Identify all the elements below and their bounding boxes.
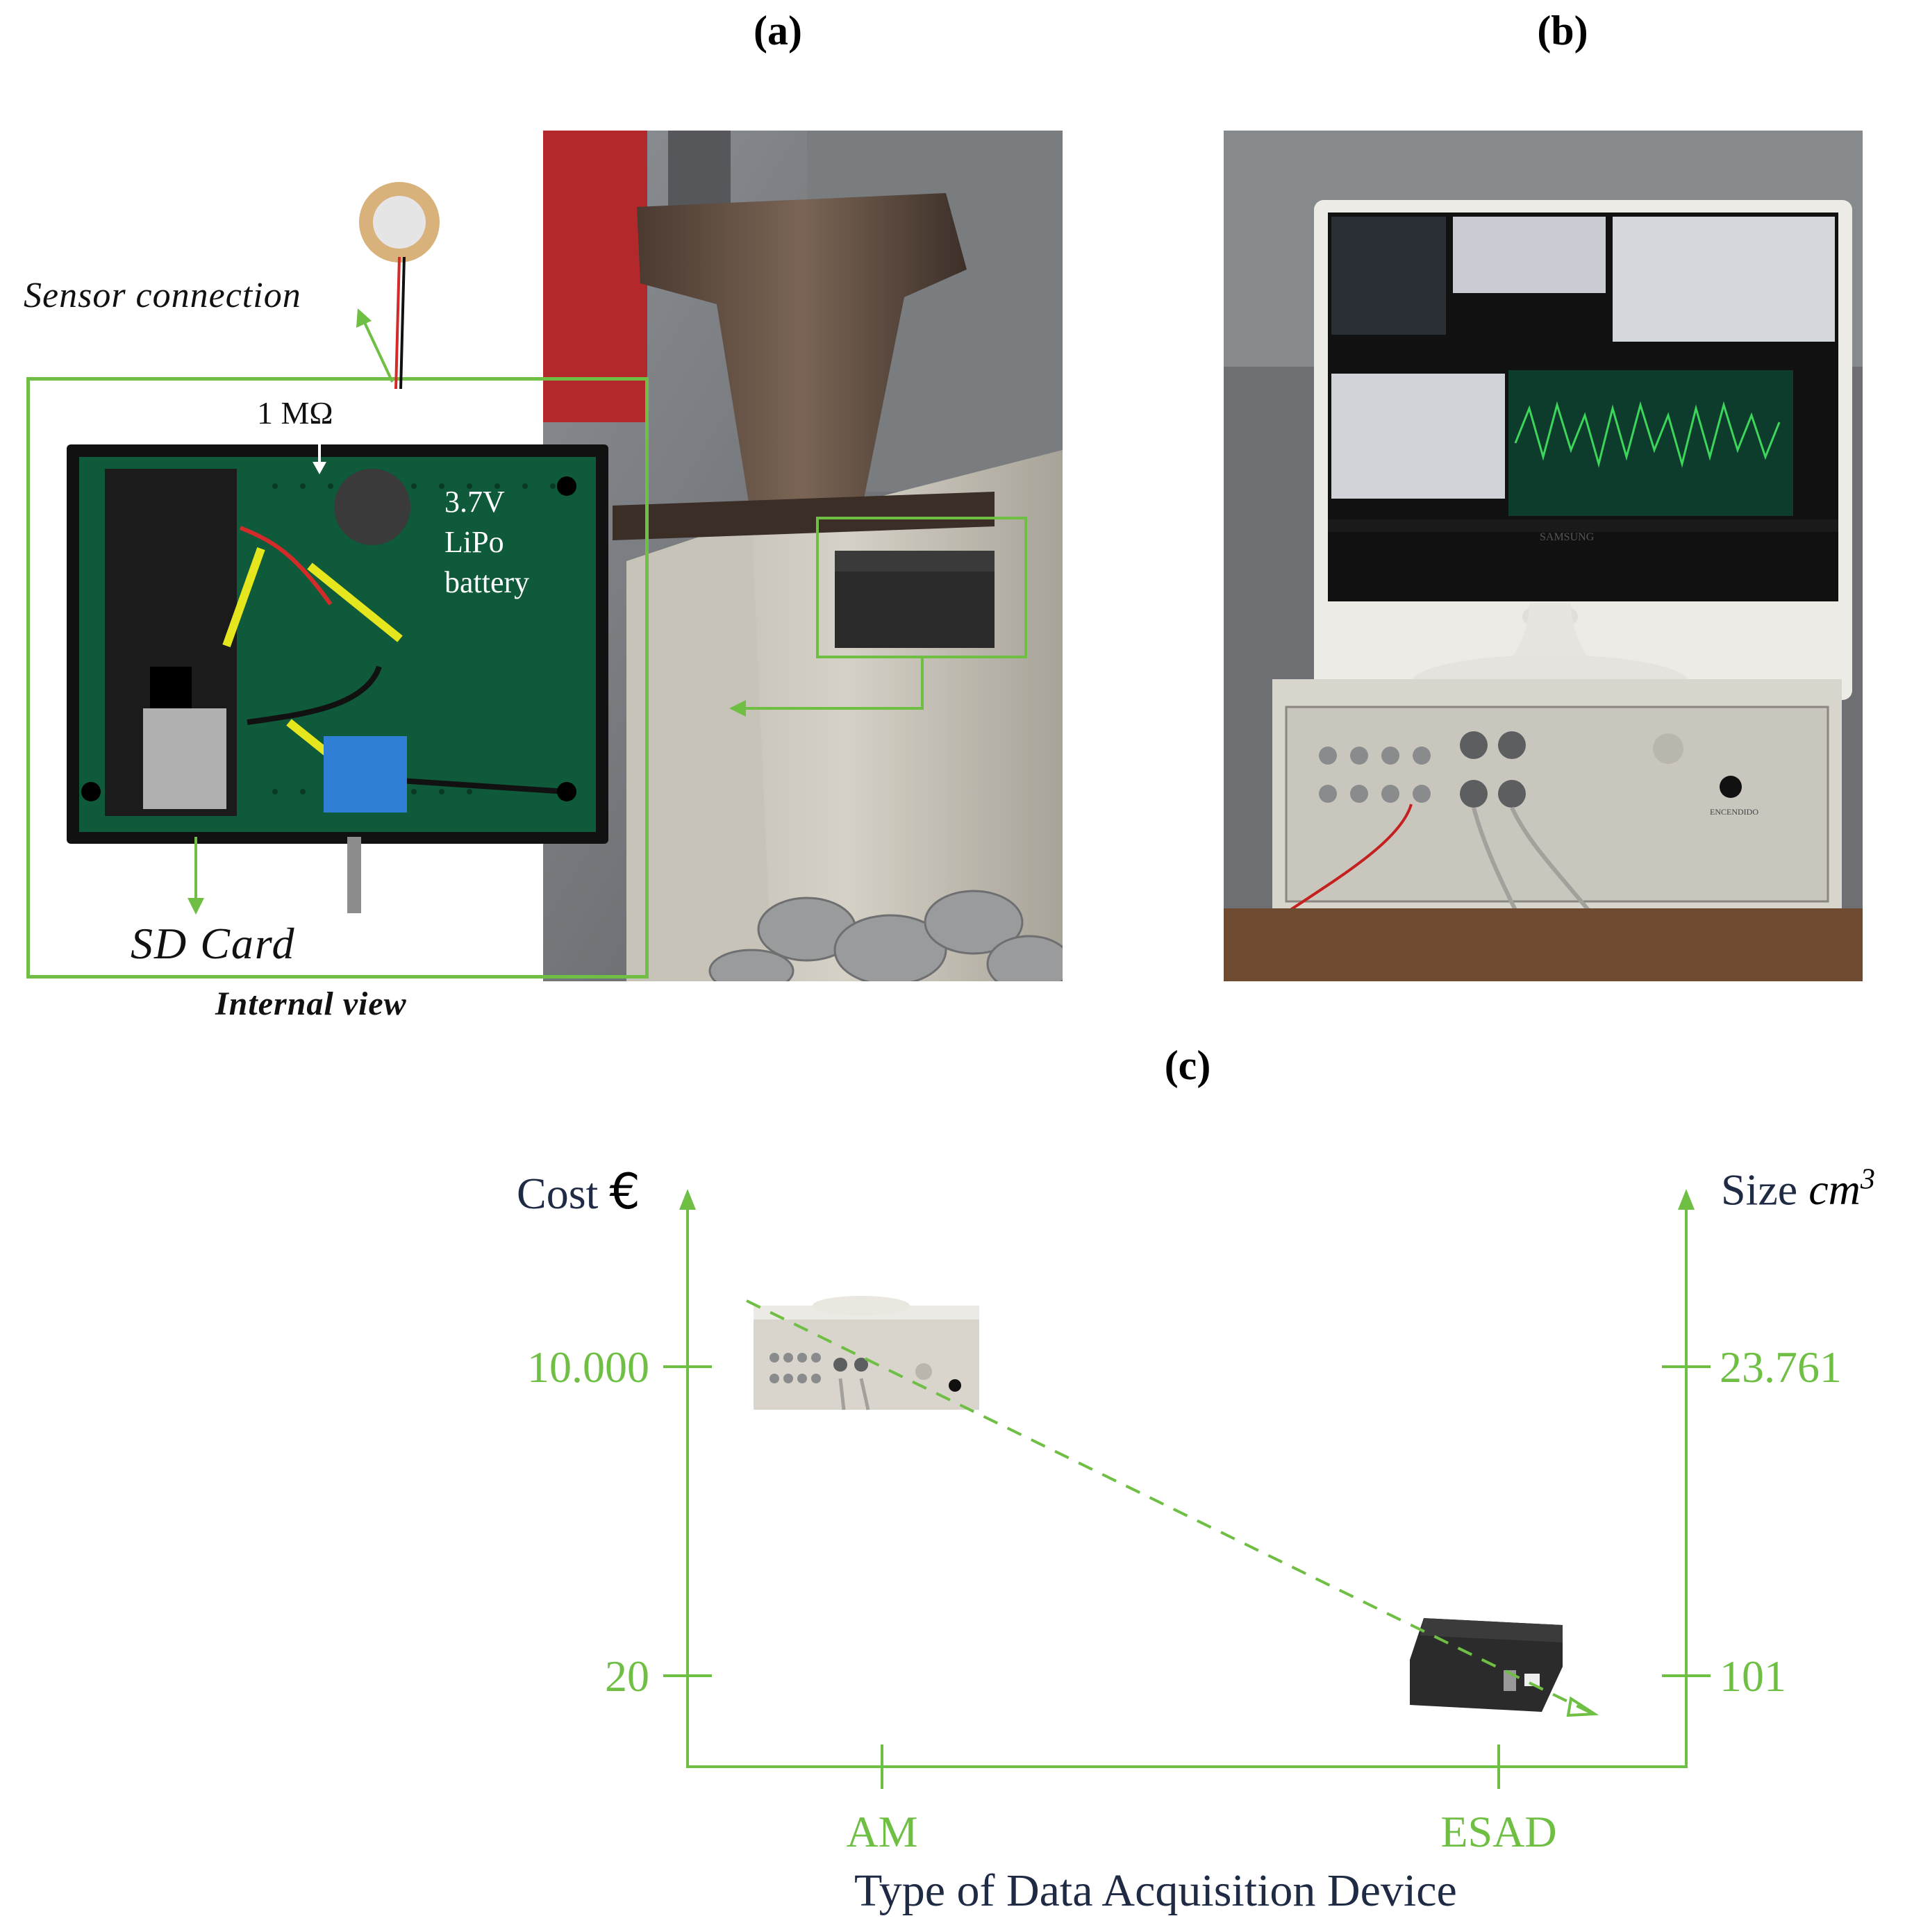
x-tick-label: AM xyxy=(846,1807,917,1856)
resistor-arrow xyxy=(313,434,326,474)
sd-card-arrow xyxy=(188,837,204,915)
am-device-image xyxy=(754,1296,979,1410)
x-tick-label: ESAD xyxy=(1440,1807,1556,1856)
rail-photo xyxy=(543,131,1063,981)
trend-arrow-head xyxy=(1566,1696,1599,1717)
sensor-connection-label: Sensor connection xyxy=(24,276,301,315)
right-tick-label: 101 xyxy=(1720,1651,1786,1701)
internal-view-frame xyxy=(26,377,649,979)
esad-device-image xyxy=(1410,1618,1563,1712)
cm-unit-exp: 3 xyxy=(1860,1164,1875,1196)
x-axis-title: Type of Data Acquisition Device xyxy=(854,1865,1457,1916)
cm-unit: cm3 xyxy=(1808,1164,1875,1215)
connector-arrow xyxy=(729,657,924,717)
circuit-board-photo xyxy=(67,444,608,844)
trend-line xyxy=(746,1299,1591,1714)
right-axis-arrow xyxy=(1678,1189,1695,1210)
panel-b-label: (b) xyxy=(1537,8,1588,53)
monitor-brand: SAMSUNG xyxy=(1540,531,1595,543)
panel-c-label: (c) xyxy=(1164,1042,1211,1088)
toggle-switch xyxy=(347,837,361,913)
left-axis-arrow xyxy=(679,1189,696,1210)
battery-label: 3.7V LiPo battery xyxy=(444,485,530,599)
sensor-arrow xyxy=(356,308,394,383)
panel-a-label: (a) xyxy=(754,8,802,53)
right-axis-title-text: Size xyxy=(1721,1165,1798,1215)
left-axis-title-text: Cost xyxy=(517,1169,599,1218)
device-button-label: ENCENDIDO xyxy=(1710,807,1758,817)
piezo-sensor xyxy=(359,182,440,389)
right-tick-label: 23.761 xyxy=(1720,1342,1842,1392)
left-axis-title: Cost € xyxy=(517,1163,640,1220)
euro-unit: € xyxy=(609,1163,640,1220)
internal-view-label: Internal view xyxy=(215,985,407,1022)
left-tick-label: 10.000 xyxy=(527,1342,649,1392)
resistor-label: 1 MΩ xyxy=(257,395,333,431)
left-tick-label: 20 xyxy=(605,1651,649,1701)
acquisition-setup-photo: SAMSUNG ENCENDIDO xyxy=(1224,131,1863,981)
cm-unit-base: cm xyxy=(1808,1165,1861,1215)
right-axis-title: Size cm3 xyxy=(1721,1163,1875,1215)
sd-card-label: SD Card xyxy=(131,919,296,968)
